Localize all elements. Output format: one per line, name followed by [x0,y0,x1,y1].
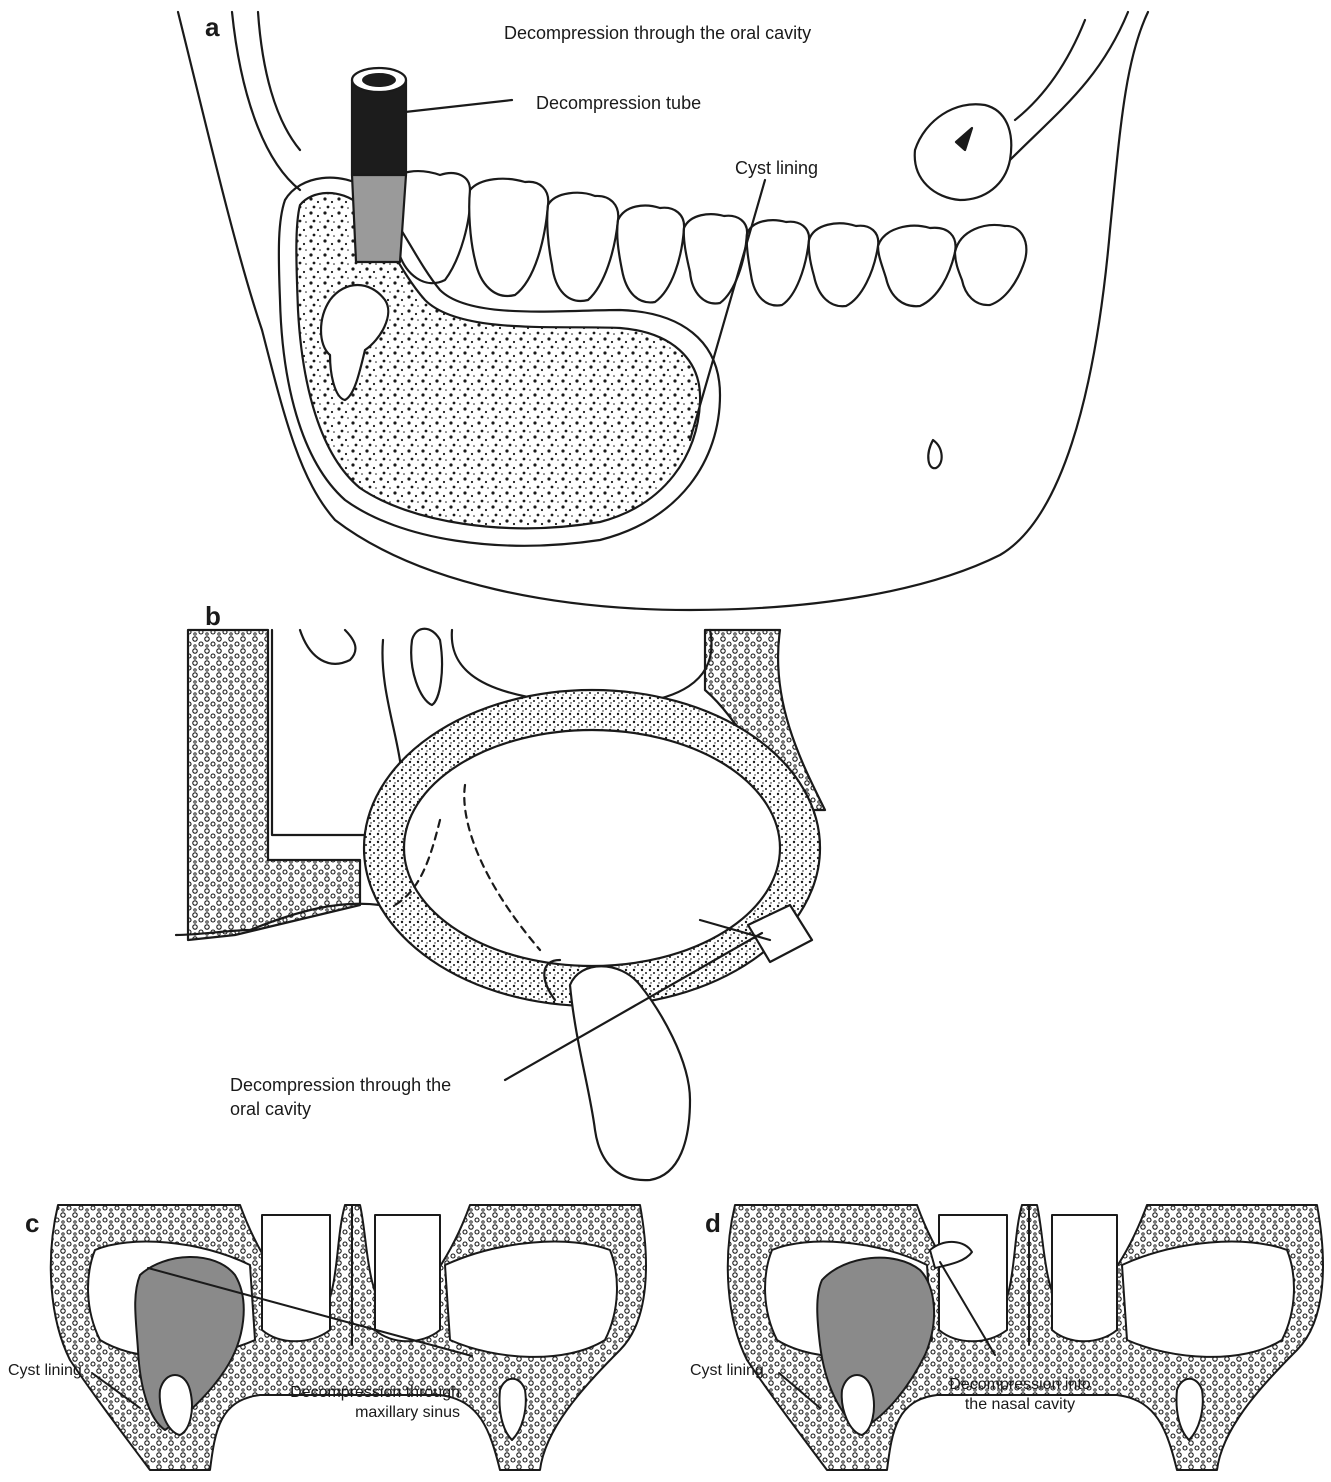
bone-left-column [188,630,360,940]
ramus-right-line [1015,20,1085,120]
panel-c-illustration [51,1205,646,1470]
mental-foramen [928,440,941,468]
panel-letter-d: d [705,1208,721,1239]
label-cyst-lining-d: Cyst lining [690,1361,764,1380]
ramus-left-inner [232,12,300,190]
panel-letter-b: b [205,601,221,632]
tooth-b [570,966,690,1180]
label-c-line2: maxillary sinus [260,1403,460,1422]
panel-letter-a: a [205,12,219,43]
label-c-line1: Decompression through [260,1383,460,1402]
ramus-right-inner [1010,12,1128,160]
label-b-line1: Decompression through the [230,1074,451,1096]
teeth-row [388,104,1026,306]
label-cyst-lining-c: Cyst lining [8,1361,82,1380]
leader-tube [405,100,512,112]
label-b-line2: oral cavity [230,1098,311,1120]
label-d-line2: the nasal cavity [940,1395,1100,1414]
ramus-left-inner2 [258,12,300,150]
label-decompression-tube: Decompression tube [536,92,701,114]
panel-letter-c: c [25,1208,39,1239]
panel-d-illustration [728,1205,1323,1470]
panel-a-title: Decompression through the oral cavity [504,22,811,44]
decompression-tube [352,68,406,262]
label-cyst-lining-a: Cyst lining [735,157,818,179]
label-d-line1: Decompression into [940,1375,1100,1394]
sinus-right-d [1122,1242,1294,1357]
nasal-c [262,1215,330,1341]
cyst-ring-inner [404,730,780,966]
sinus-right-c [445,1242,617,1357]
